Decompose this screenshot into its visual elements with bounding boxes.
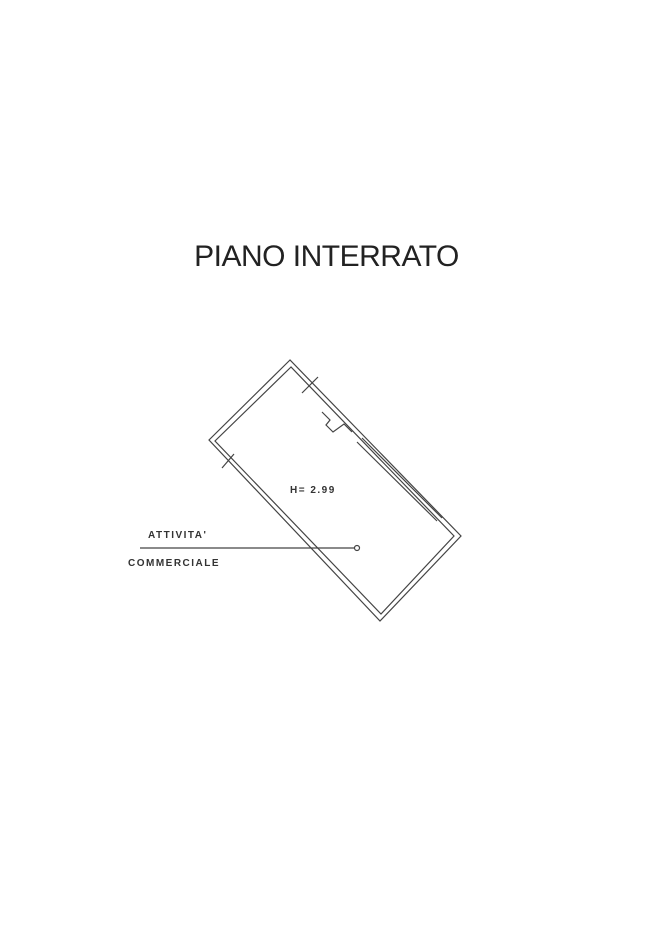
window [356, 441, 438, 522]
page-title: PIANO INTERRATO [194, 240, 459, 273]
wall-section-mark [221, 453, 235, 469]
room-inner-wall [214, 366, 455, 615]
wall-section-mark [301, 376, 319, 394]
room-height-label: H= 2.99 [290, 485, 336, 496]
callout-dot [353, 544, 361, 552]
room-outer-wall [208, 359, 462, 622]
room-use-label-line2: COMMERCIALE [128, 558, 221, 569]
wall-recess [321, 411, 353, 433]
window-inner [361, 437, 443, 519]
room-use-label-line1: ATTIVITA' [148, 530, 208, 541]
